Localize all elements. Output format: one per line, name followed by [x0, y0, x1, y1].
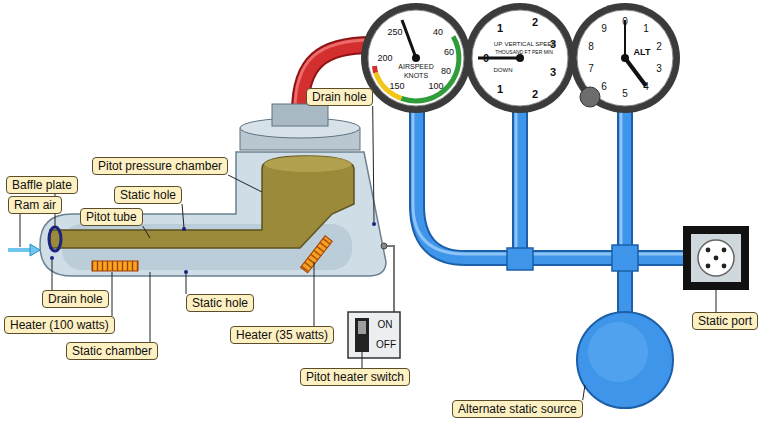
pitot-tube-body [40, 104, 386, 276]
instrument-label: 6 [601, 82, 607, 92]
alternate-static-source [577, 312, 673, 408]
callout-label: Ram air [8, 196, 62, 214]
leader-line [362, 352, 363, 368]
callout-text: Static port [698, 314, 752, 328]
instrument-label: 40 [433, 28, 443, 37]
instrument-label: 200 [377, 54, 392, 63]
callout-text: Ram air [14, 198, 56, 212]
instrument-label: 3 [550, 39, 556, 50]
callout-label: Pitot pressure chamber [92, 157, 228, 175]
callout-label: Pitot tube [80, 208, 143, 226]
instrument-label: 0 [622, 17, 628, 27]
instrument-label: 2 [532, 89, 538, 100]
instrument-label: 3 [656, 64, 662, 74]
callout-label: Static port [692, 312, 758, 330]
static-port [683, 226, 749, 290]
leader-line [112, 272, 113, 316]
callout-text: Baffle plate [12, 178, 72, 192]
instrument-label: 9 [601, 24, 607, 34]
callout-text: Drain hole [312, 90, 367, 104]
instrument-label: 2 [532, 17, 538, 28]
instrument-label: THOUSAND FT PER MIN [495, 50, 553, 55]
pitot-heater-switch [348, 243, 400, 358]
instrument-label: 3 [550, 67, 556, 78]
instrument-label: 80 [441, 67, 451, 76]
vertical-speed-indicator [465, 3, 575, 113]
callout-text: Pitot pressure chamber [98, 159, 222, 173]
callout-text: Pitot heater switch [306, 370, 404, 384]
instrument-label: DOWN [494, 67, 513, 73]
leader-line [314, 262, 315, 326]
callout-label: Heater (100 watts) [4, 316, 115, 334]
instrument-label: 1 [497, 23, 503, 34]
instrument-label: VERTICAL SPEED [504, 41, 555, 47]
leader-line [228, 175, 262, 192]
instrument-label: AIRSPEED [398, 63, 433, 70]
airspeed-indicator [361, 3, 471, 113]
callout-text: Alternate static source [458, 402, 577, 416]
callout-label: Static chamber [66, 342, 158, 360]
instrument-label: 7 [588, 64, 594, 74]
instrument-label: 5 [622, 89, 628, 99]
callout-label: Static hole [114, 186, 182, 204]
instrument-label: 2 [656, 42, 662, 52]
ram-air-arrow [8, 244, 40, 256]
callout-text: Static hole [120, 188, 176, 202]
leader-line [373, 106, 374, 222]
instrument-label: ON [378, 320, 393, 330]
callout-label: Heater (35 watts) [230, 326, 334, 344]
callout-text: Static hole [192, 296, 248, 310]
callout-text: Heater (35 watts) [236, 328, 328, 342]
callout-text: Pitot tube [86, 210, 137, 224]
instrument-label: 8 [588, 42, 594, 52]
leader-line [182, 204, 184, 228]
callout-label: Drain hole [42, 290, 109, 308]
altimeter [570, 3, 680, 113]
instrument-label: 100 [428, 82, 443, 91]
instrument-label: KNOTS [404, 72, 428, 79]
leader-line [20, 214, 21, 247]
instrument-label: ALT [634, 48, 651, 57]
callout-label: Pitot heater switch [300, 368, 410, 386]
leader-line [186, 274, 187, 294]
static-lines [413, 100, 690, 320]
instrument-label: 4 [643, 82, 649, 92]
instrument-label: UP [494, 41, 502, 47]
callout-text: Drain hole [48, 292, 103, 306]
instrument-label: 250 [387, 28, 402, 37]
instrument-label: 1 [497, 84, 503, 95]
instrument-label: 150 [389, 82, 404, 91]
callout-label: Baffle plate [6, 176, 78, 194]
leader-line [716, 290, 717, 312]
callout-label: Static hole [186, 294, 254, 312]
callout-label: Drain hole [306, 88, 373, 106]
leader-line [583, 385, 585, 400]
leader-line [150, 272, 151, 342]
leader-line [143, 226, 150, 238]
instrument-label: 1 [643, 24, 649, 34]
instrument-label: OFF [376, 340, 396, 350]
callout-label: Alternate static source [452, 400, 583, 418]
callout-text: Heater (100 watts) [10, 318, 109, 332]
instrument-label: 0 [483, 53, 489, 64]
callout-text: Static chamber [72, 344, 152, 358]
leader-line [52, 260, 53, 290]
instrument-label: 60 [444, 48, 454, 57]
